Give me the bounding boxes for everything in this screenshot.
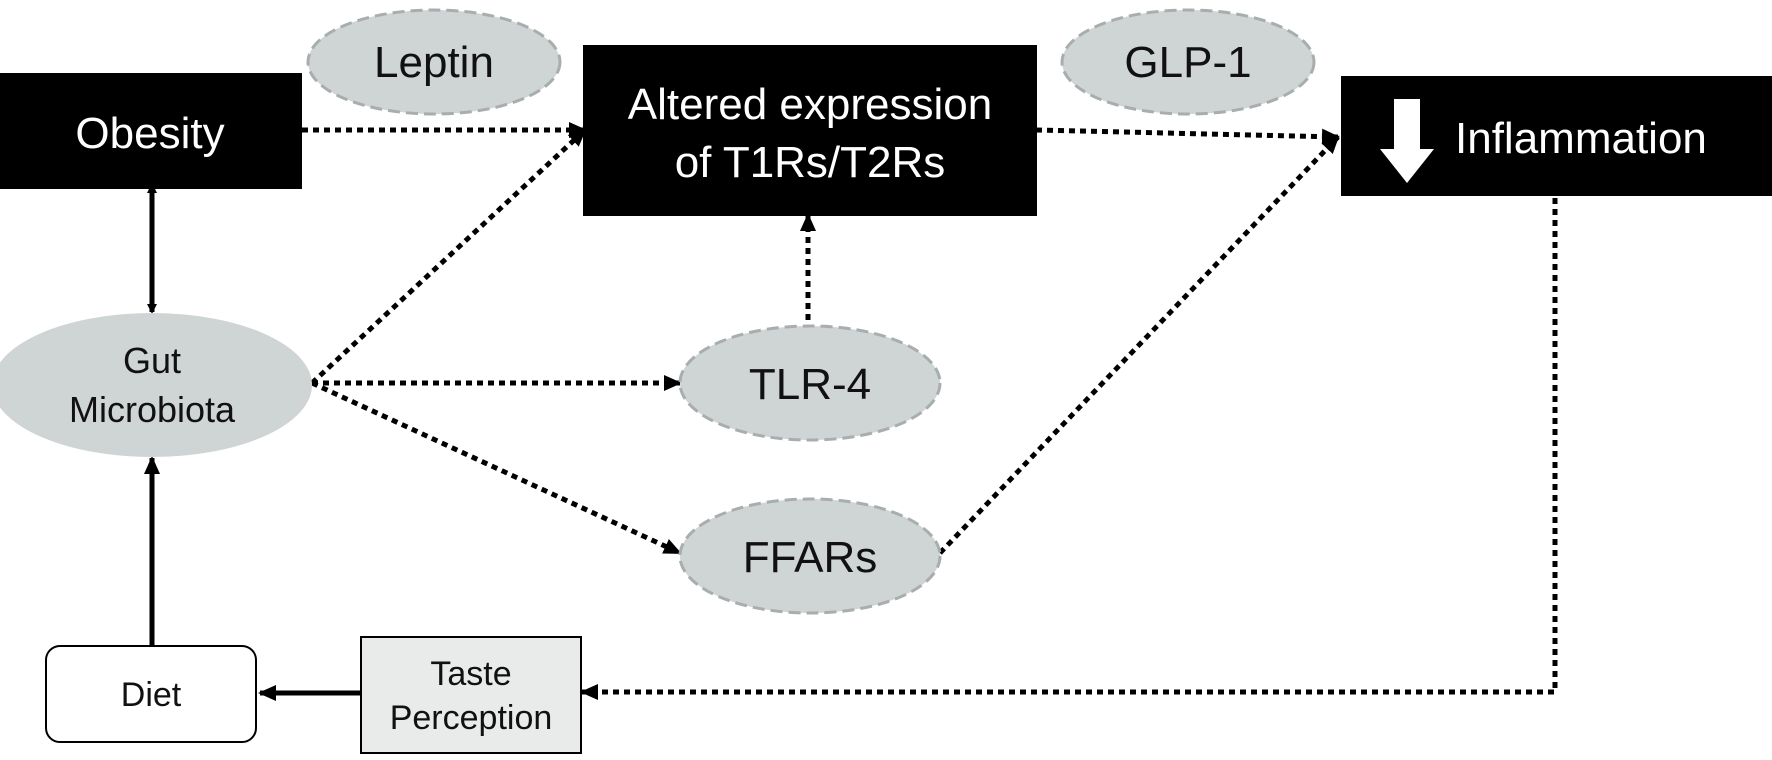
edge-gut-to-altered-expression	[310, 128, 587, 385]
tlr4-ellipse	[678, 324, 942, 442]
diet-label: Diet	[121, 676, 182, 714]
gut-microbiota-label-line2: Microbiota	[69, 389, 236, 430]
edge-gut-to-ffars	[310, 380, 682, 556]
inflammation-label: Inflammation	[1455, 114, 1707, 163]
glp1-node: GLP-1	[1060, 8, 1316, 116]
taste-perception-box	[360, 636, 582, 754]
taste-perception-node: Taste Perception	[360, 636, 582, 754]
obesity-node: Obesity	[0, 73, 302, 189]
tlr4-label: TLR-4	[749, 360, 871, 409]
glp1-ellipse	[1060, 8, 1316, 116]
gut-microbiota-node: Gut Microbiota	[0, 313, 312, 457]
obesity-box	[0, 73, 302, 189]
edges	[144, 122, 1558, 701]
taste-perception-label-line2: Perception	[390, 699, 553, 737]
gut-microbiota-ellipse	[0, 313, 312, 457]
edge-altered-expression-to-inflammation	[1035, 127, 1340, 145]
diet-node: Diet	[45, 645, 257, 743]
leptin-label: Leptin	[374, 38, 494, 87]
ffars-label: FFARs	[743, 533, 877, 582]
glp1-label: GLP-1	[1124, 38, 1251, 87]
taste-perception-label-line1: Taste	[430, 655, 511, 693]
down-arrow-icon	[1380, 99, 1434, 183]
obesity-label: Obesity	[75, 109, 224, 158]
altered-expression-label-line1: Altered expression	[628, 80, 992, 129]
leptin-ellipse	[306, 8, 562, 116]
inflammation-node: Inflammation	[1341, 76, 1772, 196]
ffars-node: FFARs	[678, 497, 942, 615]
diet-box	[45, 645, 257, 743]
leptin-node: Leptin	[306, 8, 562, 116]
edge-inflammation-to-taste-perception	[580, 198, 1558, 700]
tlr4-node: TLR-4	[678, 324, 942, 442]
gut-microbiota-label-line1: Gut	[123, 340, 181, 381]
altered-expression-node: Altered expression of T1Rs/T2Rs	[583, 45, 1037, 216]
ffars-ellipse	[678, 497, 942, 615]
altered-expression-label-line2: of T1Rs/T2Rs	[675, 138, 946, 187]
edge-ffars-to-inflammation	[938, 135, 1340, 555]
altered-expression-box	[583, 45, 1037, 216]
